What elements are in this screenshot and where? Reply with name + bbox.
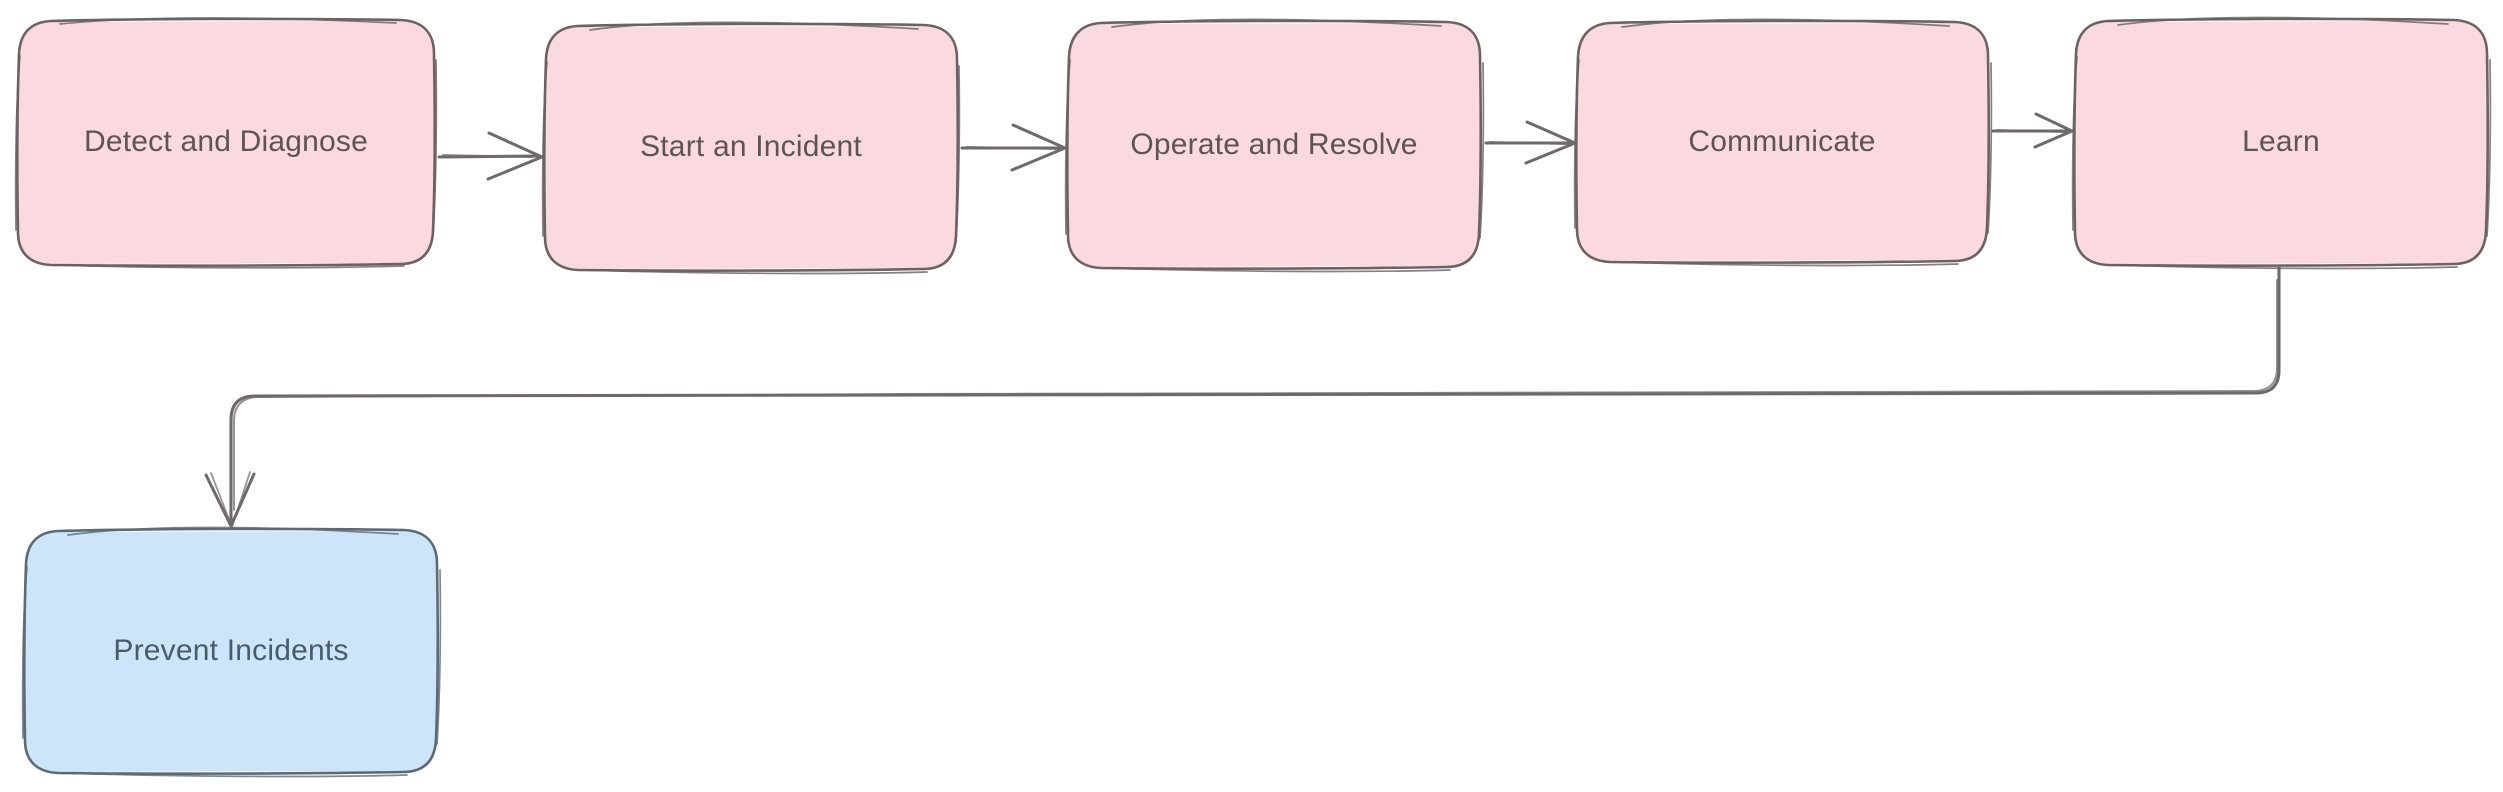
node-prevent-incidents-outline-sketch bbox=[21, 526, 442, 778]
node-communicate-outline bbox=[1575, 19, 1990, 264]
node-learn[interactable]: Learn bbox=[2071, 16, 2492, 270]
node-prevent-incidents[interactable]: Prevent Incidents bbox=[21, 526, 442, 778]
edge-operate-to-communicate bbox=[1484, 120, 1577, 165]
node-operate-and-resolve-outline-sketch bbox=[1064, 18, 1485, 273]
node-prevent-incidents-outline bbox=[23, 527, 439, 775]
node-learn-fill bbox=[2075, 21, 2487, 264]
node-start-an-incident-outline bbox=[543, 22, 959, 272]
edge-detect-to-start-line-sketch bbox=[442, 154, 533, 158]
node-communicate[interactable]: Communicate bbox=[1573, 18, 1993, 267]
node-prevent-incidents-label: Prevent Incidents bbox=[113, 634, 348, 667]
node-learn-outline-sketch bbox=[2071, 16, 2492, 270]
edge-learn-to-prevent-incidents-line-sketch bbox=[233, 279, 2278, 511]
node-start-an-incident-fill bbox=[545, 26, 957, 269]
node-start-an-incident-outline-sketch bbox=[541, 21, 961, 275]
node-detect-and-diagnose[interactable]: Detect and Diagnose bbox=[14, 17, 438, 269]
edge-communicate-to-learn bbox=[1991, 112, 2074, 149]
node-detect-and-diagnose-outline-sketch bbox=[14, 17, 438, 269]
node-detect-and-diagnose-outline bbox=[16, 17, 436, 267]
node-operate-and-resolve-label: Operate and Resolve bbox=[1130, 128, 1417, 161]
edge-communicate-to-learn-arrowhead bbox=[2033, 112, 2074, 149]
node-communicate-label: Communicate bbox=[1688, 125, 1875, 158]
edge-start-to-operate bbox=[960, 123, 1067, 172]
node-communicate-outline-sketch bbox=[1573, 18, 1993, 267]
node-learn-outline bbox=[2073, 17, 2489, 267]
edge-start-to-operate-line-sketch bbox=[966, 146, 1057, 150]
edge-operate-to-communicate-line-sketch bbox=[1489, 141, 1567, 145]
node-start-an-incident-label: Start an Incident bbox=[640, 130, 862, 163]
node-learn-label: Learn bbox=[2242, 125, 2320, 158]
node-detect-and-diagnose-fill bbox=[18, 21, 434, 264]
node-operate-and-resolve-fill bbox=[1068, 23, 1480, 267]
edge-learn-to-prevent-incidents-line bbox=[229, 264, 2281, 525]
node-detect-and-diagnose-label: Detect and Diagnose bbox=[84, 125, 368, 158]
node-communicate-fill bbox=[1577, 23, 1988, 261]
node-start-an-incident[interactable]: Start an Incident bbox=[541, 21, 961, 275]
node-operate-and-resolve[interactable]: Operate and Resolve bbox=[1064, 18, 1485, 273]
edge-learn-to-prevent-incidents bbox=[204, 264, 2281, 528]
node-prevent-incidents-fill bbox=[25, 531, 437, 772]
node-operate-and-resolve-outline bbox=[1066, 19, 1482, 270]
edge-communicate-to-learn-line-sketch bbox=[1996, 129, 2065, 133]
edge-detect-to-start bbox=[437, 131, 544, 181]
